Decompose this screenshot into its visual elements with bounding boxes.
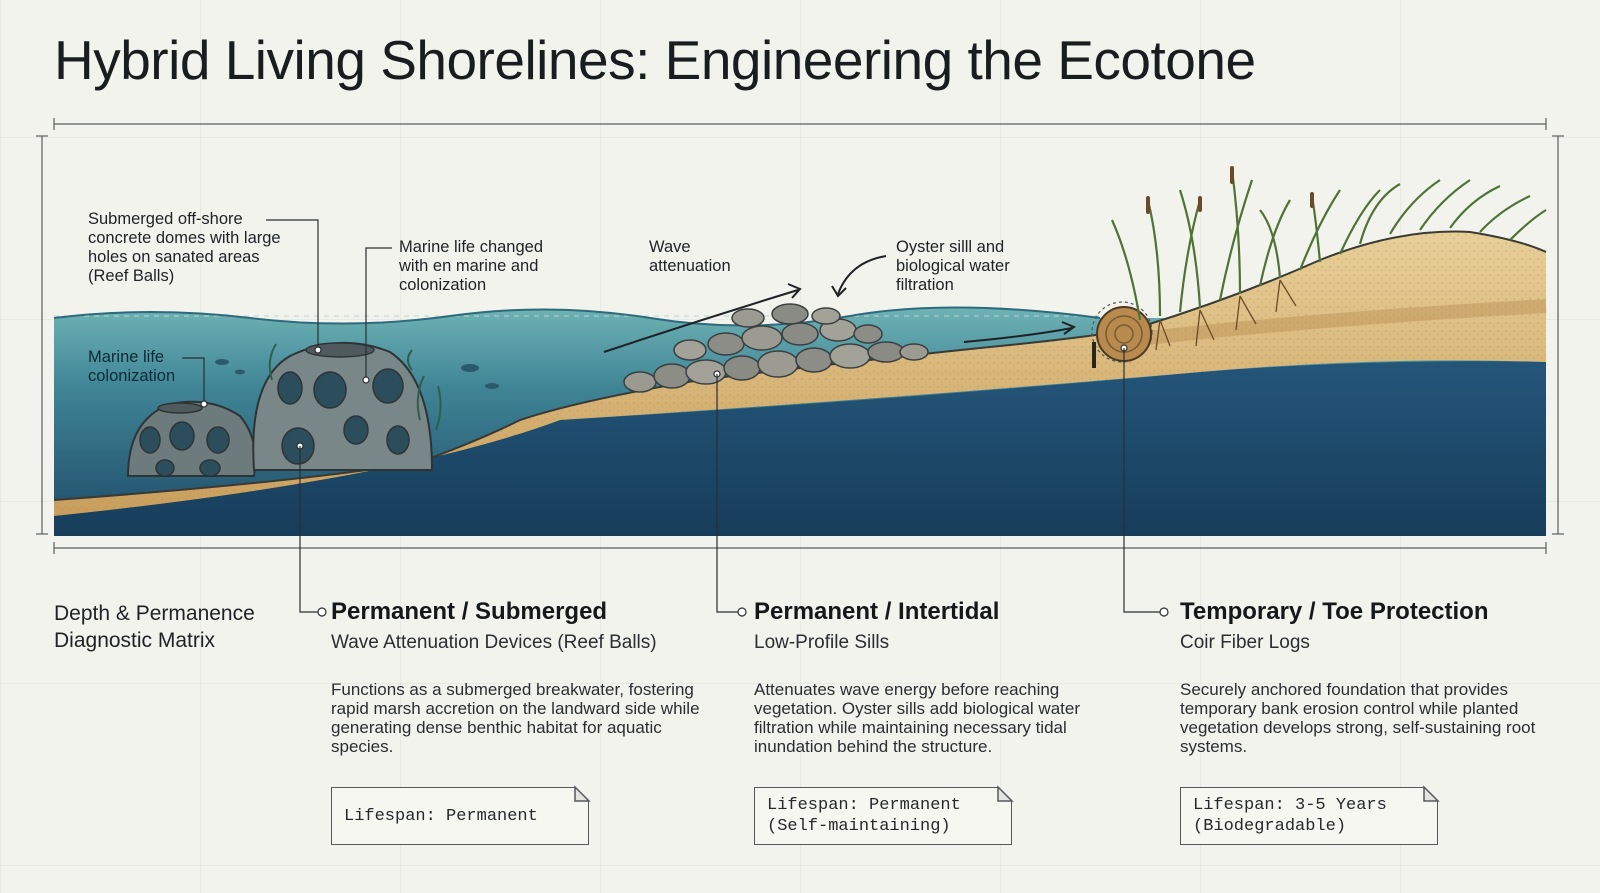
deep-sediment-layer [54,361,1546,536]
callout-wave-attenuation: Wave attenuation [649,238,731,275]
column-description: Attenuates wave energy before reaching v… [754,680,1080,756]
roots [1155,279,1297,351]
column-submerged: Permanent / Submerged Wave Attenuation D… [331,598,711,756]
lifespan-box-toe-protection: Lifespan: 3-5 Years (Biodegradable) [1180,787,1438,845]
reef-ball-large [252,341,434,471]
leader-lines [182,219,1169,617]
oyster-sill [623,303,929,393]
column-intertidal: Permanent / Intertidal Low-Profile Sills… [754,598,1134,756]
column-heading: Permanent / Intertidal [754,598,1000,625]
column-heading: Permanent / Submerged [331,598,608,625]
column-subheading: Coir Fiber Logs [1180,632,1310,653]
page-title: Hybrid Living Shorelines: Engineering th… [54,29,1256,91]
fish [215,359,499,389]
column-subheading: Low-Profile Sills [754,632,890,653]
column-subheading: Wave Attenuation Devices (Reef Balls) [331,632,657,653]
callout-marine-life-changed: Marine life changed with en marine and c… [399,238,544,294]
column-description: Securely anchored foundation that provid… [1180,680,1536,756]
cattails [1146,166,1314,214]
lifespan-box-submerged: Lifespan: Permanent [331,787,589,845]
callout-oyster-sill: Oyster silll and biological water filtra… [896,238,1010,294]
frame-lines [36,118,1564,554]
wave-arrows [603,255,1077,353]
callout-reef-balls: Submerged off-shore concrete domes with … [88,210,281,285]
marsh-vegetation [1110,169,1547,321]
marine-life [268,343,442,431]
matrix-label: Depth & Permanence Diagnostic Matrix [54,602,255,652]
callout-marine-life-colonization: Marine life colonization [88,348,176,385]
column-toe-protection: Temporary / Toe Protection Coir Fiber Lo… [1180,598,1560,756]
column-description: Functions as a submerged breakwater, fos… [331,680,700,756]
lifespan-box-intertidal: Lifespan: Permanent (Self-maintaining) [754,787,1012,845]
column-heading: Temporary / Toe Protection [1180,598,1489,625]
